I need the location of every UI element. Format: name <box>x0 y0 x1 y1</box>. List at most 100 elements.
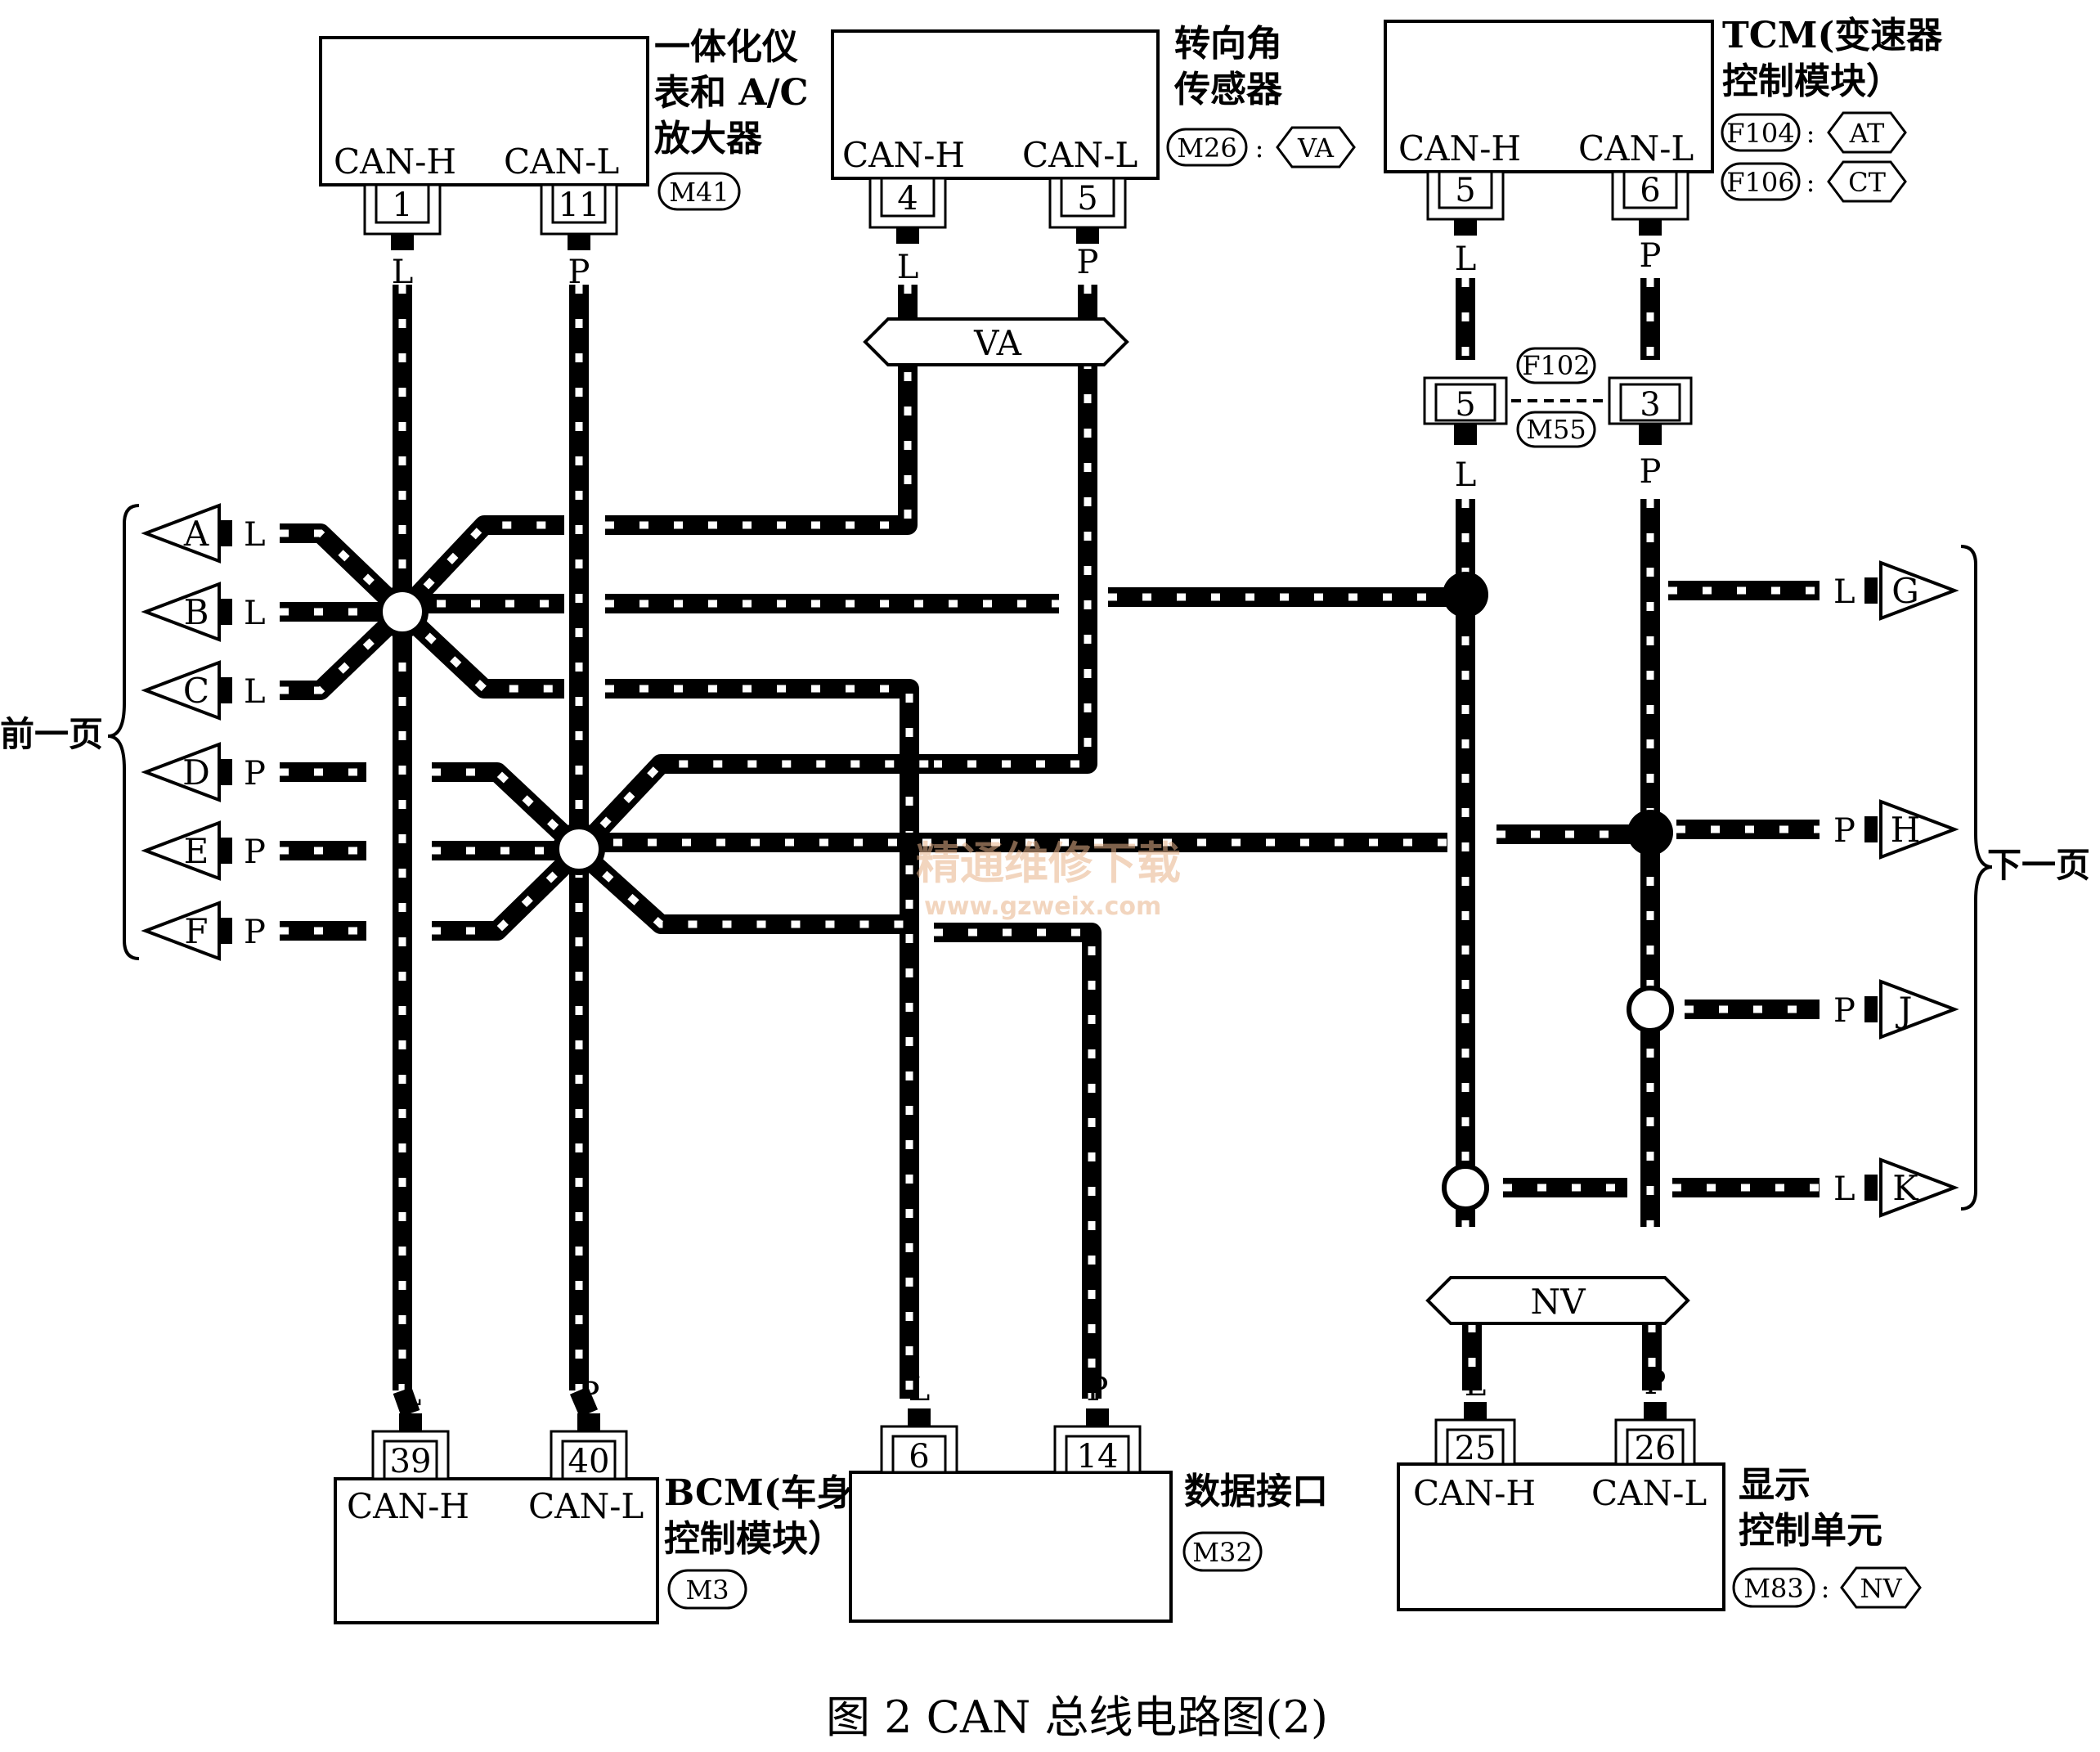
left-arrow-wire-color: L <box>244 516 266 554</box>
wire-harness <box>280 278 1820 1399</box>
meter-pin-1: 1 <box>392 186 412 224</box>
wire-bcm-h-stub <box>393 1386 420 1417</box>
inline-connector-f102-m55: 5 3 F102 M55 L P <box>1423 347 1693 494</box>
steering-connector-code: M26 <box>1177 133 1236 164</box>
splice-solid-tcm-l <box>1627 810 1673 856</box>
wire-arrow-f <box>280 843 586 941</box>
right-arrow-wire-color: L <box>1833 1170 1855 1208</box>
splice-open-can-l-left <box>553 823 605 875</box>
dlc-wire-p: P <box>1087 1371 1109 1408</box>
steering-link-va: VA <box>1297 133 1335 164</box>
right-arrow-g: GL <box>1833 560 1959 621</box>
module-data-link-connector: 数据接口 M32 <box>849 1471 1328 1623</box>
right-arrow-wire-color: P <box>1833 992 1855 1030</box>
wire-va-can-h-to-left <box>605 360 918 535</box>
meter-name-line2: 表和 A/C <box>654 72 809 114</box>
left-arrow-wire-color: L <box>244 595 266 632</box>
steering-name-line1: 转向角 <box>1174 23 1282 65</box>
svg-text::: : <box>1806 118 1815 149</box>
dlc-pin-can-h: L 6 <box>880 1371 958 1476</box>
right-arrow-letter: K <box>1892 1168 1919 1208</box>
left-arrow-letter: C <box>183 671 209 711</box>
wire-splice2-to-tcm-l <box>579 824 1650 852</box>
right-arrow-j: JP <box>1833 979 1959 1040</box>
meter-wire-l: L <box>392 254 414 291</box>
left-brace: 前一页 <box>0 504 140 960</box>
tcm-pin-can-l: 6 P <box>1611 170 1689 275</box>
steering-can-h-label: CAN-H <box>842 135 965 175</box>
right-arrow-wire-color: L <box>1833 573 1855 611</box>
wire-splice1-to-tcm-h <box>402 587 1465 613</box>
meter-name-line1: 一体化仪 <box>654 26 798 68</box>
dlc-pin-14: 14 <box>1077 1438 1119 1476</box>
module-meter-ac-amp: CAN-H CAN-L 一体化仪 表和 A/C 放大器 M41 <box>319 26 809 211</box>
bcm-pin-40: 40 <box>568 1443 610 1480</box>
nv-bus-label: NV <box>1530 1282 1586 1322</box>
next-page-label: 下一页 <box>1987 845 2090 885</box>
va-bus-connector: VA <box>863 317 1129 366</box>
left-arrow-wire-color: P <box>244 914 266 951</box>
bcm-pin-39: 39 <box>390 1443 432 1480</box>
module-display-control-unit: CAN-H CAN-L 显示 控制单元 M83 : NV <box>1397 1462 1922 1611</box>
dlc-connector-code: M32 <box>1192 1537 1252 1568</box>
watermark-url: www.gzweix.com <box>924 892 1161 921</box>
display-link-nv: NV <box>1860 1573 1902 1604</box>
inline-code-f102: F102 <box>1522 350 1590 381</box>
right-arrow-h: HP <box>1833 799 1959 860</box>
left-arrow-letter: D <box>182 752 210 793</box>
meter-pin-can-h: 1 L <box>363 183 442 291</box>
meter-can-l-label: CAN-L <box>504 142 619 182</box>
display-pin-25: 25 <box>1455 1430 1496 1467</box>
right-arrow-wire-color: P <box>1833 812 1855 850</box>
display-wire-p: P <box>1645 1364 1667 1402</box>
display-pin-can-l: P 26 <box>1614 1364 1696 1467</box>
wire-arrow-a <box>280 523 410 619</box>
dlc-pin-6: 6 <box>909 1438 929 1476</box>
module-steering-angle-sensor: CAN-H CAN-L 转向角 传感器 M26 : VA <box>831 23 1356 180</box>
steering-pin-5: 5 <box>1077 180 1097 218</box>
right-brace: 下一页 <box>1960 545 2090 1211</box>
meter-pin-can-l: 11 P <box>540 183 618 291</box>
steering-wire-p: P <box>1077 244 1099 281</box>
module-bcm: CAN-H CAN-L BCM(车身 控制模块） M3 <box>334 1472 853 1624</box>
inline-pin-3: 3 <box>1640 386 1660 424</box>
wire-bcm-l-stub <box>569 1386 599 1417</box>
wire-splice2-to-dlc-l <box>572 843 1102 1399</box>
meter-connector-code: M41 <box>669 177 729 208</box>
tcm-name-line1: TCM(变速器 <box>1722 15 1943 56</box>
left-arrow-letter: F <box>184 911 208 951</box>
bcm-can-l-label: CAN-L <box>528 1486 644 1526</box>
wire-steering-can-l-down <box>934 360 1097 774</box>
display-pin-can-h: L 25 <box>1434 1366 1516 1467</box>
steering-wire-l: L <box>897 249 919 286</box>
display-name-line2: 控制单元 <box>1739 1510 1882 1552</box>
left-arrow-letter: E <box>184 831 209 871</box>
left-arrow-wire-color: P <box>244 833 266 871</box>
tcm-connector-code-2: F106 <box>1726 167 1794 198</box>
inline-wire-p: P <box>1640 453 1662 491</box>
wire-arrow-d <box>280 762 586 856</box>
left-arrow-letter: B <box>184 592 209 632</box>
steering-pin-can-h: 4 L <box>868 177 947 286</box>
steering-pin-4: 4 <box>897 180 918 218</box>
bcm-connector-code: M3 <box>685 1575 729 1606</box>
tcm-pin-5: 5 <box>1455 172 1475 209</box>
left-arrow-wire-color: L <box>244 673 266 711</box>
module-tcm: CAN-H CAN-L TCM(变速器 控制模块） F104 : AT F106… <box>1384 15 1943 203</box>
steering-can-l-label: CAN-L <box>1022 135 1138 175</box>
inline-code-m55: M55 <box>1526 414 1586 445</box>
wire-splice1-to-va <box>395 515 564 619</box>
splice-open-tcm-l-j <box>1627 986 1674 1033</box>
left-arrow-letter: A <box>183 514 209 554</box>
watermark: 精通维修下载 www.gzweix.com <box>916 838 1181 921</box>
bcm-pin-can-h: L 39 <box>371 1376 450 1480</box>
tcm-pin-can-h: 5 L <box>1426 170 1505 278</box>
